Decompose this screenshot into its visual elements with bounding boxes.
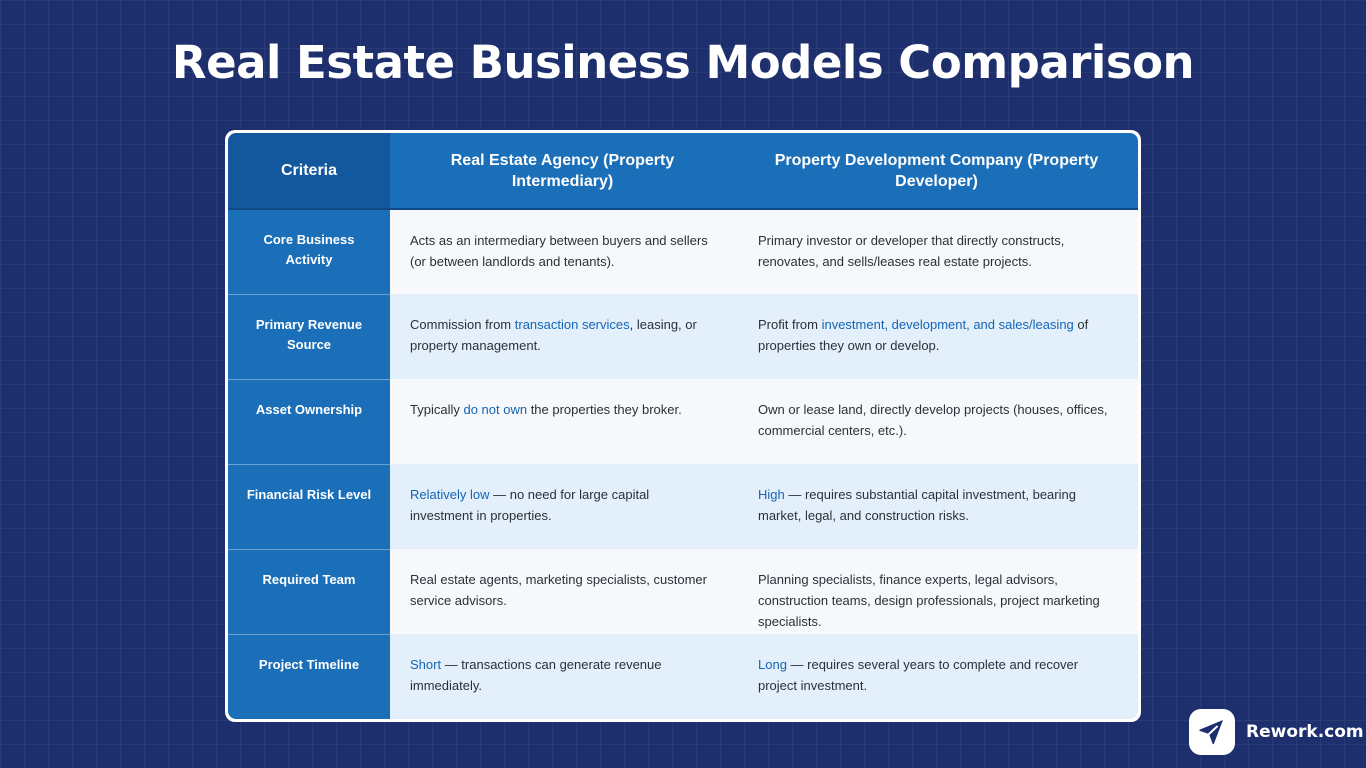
page-title: Real Estate Business Models Comparison (171, 36, 1195, 89)
cell-text: — no need for large capital investment i… (410, 487, 650, 523)
agency-cell: Typically do not own the properties they… (390, 379, 735, 464)
cell-text: Typically (410, 402, 464, 417)
developer-cell: Planning specialists, finance experts, l… (735, 549, 1138, 634)
column-header-agency: Real Estate Agency (Property Intermediar… (390, 133, 735, 210)
table-row: Primary Revenue Source Commission from t… (228, 294, 1138, 380)
cell-text: the properties they broker. (527, 402, 682, 417)
table-row: Asset Ownership Typically do not own the… (228, 379, 1138, 465)
highlight-text: Long (758, 657, 787, 672)
highlight-text: Relatively low (410, 487, 490, 502)
cell-text: Own or lease land, directly develop proj… (758, 402, 1108, 438)
developer-cell: Long — requires several years to complet… (735, 634, 1138, 719)
cell-text: of properties they own or develop. (758, 317, 1089, 353)
developer-cell: Profit from investment, development, and… (735, 294, 1138, 379)
paper-plane-icon (1189, 709, 1235, 755)
developer-cell: Own or lease land, directly develop proj… (735, 379, 1138, 464)
cell-text: — requires several years to complete and… (758, 657, 1079, 693)
agency-cell: Short — transactions can generate revenu… (390, 634, 735, 719)
cell-text: Primary investor or developer that direc… (758, 233, 1065, 269)
cell-text: Acts as an intermediary between buyers a… (410, 233, 708, 269)
criteria-cell: Asset Ownership (228, 379, 390, 465)
agency-cell: Acts as an intermediary between buyers a… (390, 209, 735, 294)
table-row: Core Business Activity Acts as an interm… (228, 209, 1138, 295)
highlight-text: Short (410, 657, 442, 672)
highlight-text: investment, development, and sales/leasi… (821, 317, 1074, 332)
comparison-table-card: Criteria Real Estate Agency (Property In… (225, 130, 1141, 722)
highlight-text: transaction services (514, 317, 630, 332)
brand-logo-group[interactable]: Rework.com (1189, 709, 1364, 755)
comparison-table: Criteria Real Estate Agency (Property In… (228, 133, 1138, 719)
agency-cell: Real estate agents, marketing specialist… (390, 549, 735, 634)
criteria-cell: Project Timeline (228, 634, 390, 719)
column-header-criteria: Criteria (228, 133, 390, 210)
criteria-cell: Core Business Activity (228, 209, 390, 295)
cell-text: — transactions can generate revenue imme… (410, 657, 662, 693)
cell-text: Planning specialists, finance experts, l… (758, 572, 1100, 629)
agency-cell: Relatively low — no need for large capit… (390, 464, 735, 549)
cell-text: Profit from (758, 317, 822, 332)
table-row: Project Timeline Short — transactions ca… (228, 634, 1138, 719)
column-header-developer: Property Development Company (Property D… (735, 133, 1138, 210)
highlight-text: High (758, 487, 785, 502)
cell-text: , leasing, or property management. (410, 317, 697, 353)
brand-name: Rework.com (1246, 722, 1364, 742)
agency-cell: Commission from transaction services, le… (390, 294, 735, 379)
table-row: Required Team Real estate agents, market… (228, 549, 1138, 635)
developer-cell: High — requires substantial capital inve… (735, 464, 1138, 549)
developer-cell: Primary investor or developer that direc… (735, 209, 1138, 294)
criteria-cell: Required Team (228, 549, 390, 635)
table-row: Financial Risk Level Relatively low — no… (228, 464, 1138, 550)
cell-text: — requires substantial capital investmen… (758, 487, 1076, 523)
criteria-cell: Primary Revenue Source (228, 294, 390, 380)
criteria-cell: Financial Risk Level (228, 464, 390, 550)
highlight-text: do not own (463, 402, 528, 417)
table-header-row: Criteria Real Estate Agency (Property In… (228, 133, 1138, 210)
paper-plane-glyph (1199, 720, 1223, 745)
cell-text: Commission from (410, 317, 515, 332)
cell-text: Real estate agents, marketing specialist… (410, 572, 707, 608)
